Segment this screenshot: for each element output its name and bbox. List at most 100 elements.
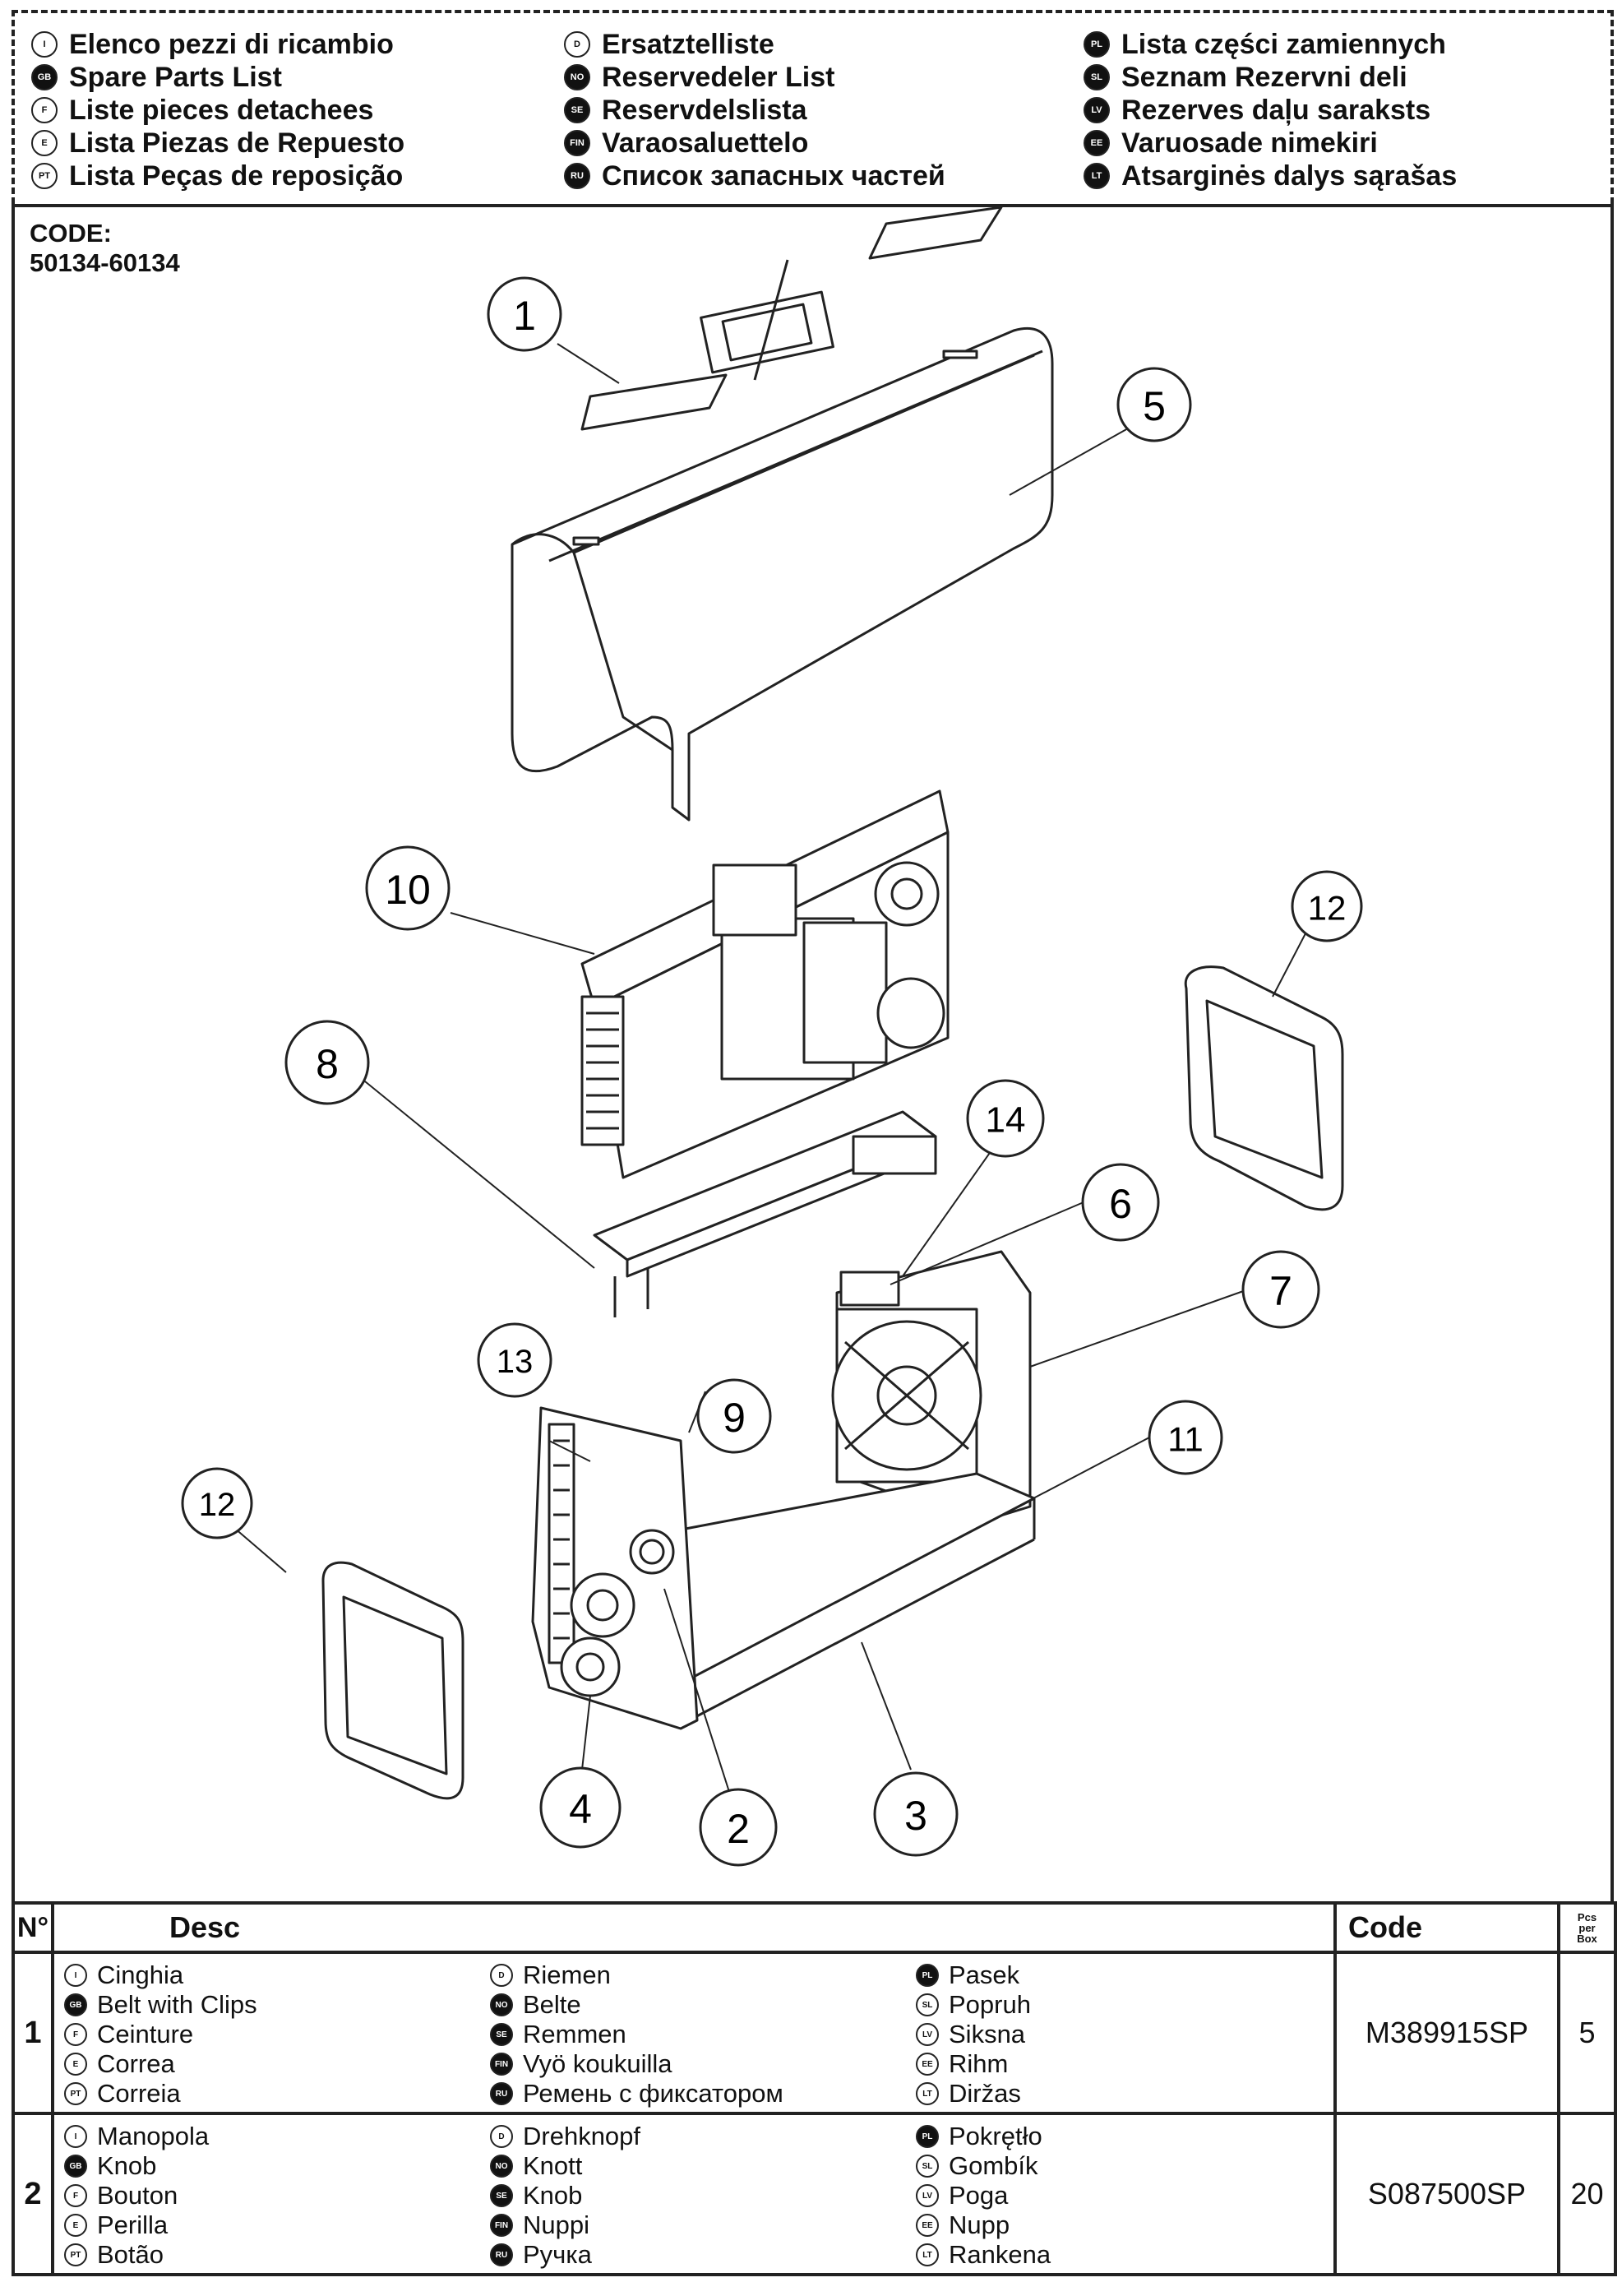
language-badge: SE bbox=[490, 2184, 513, 2207]
pcb-illustration bbox=[580, 789, 950, 1179]
bracket-illustration bbox=[593, 1110, 937, 1317]
front-panel-illustration bbox=[531, 1406, 699, 1730]
header-text: Rezerves daļu saraksts bbox=[1121, 94, 1431, 126]
desc-text: Manopola bbox=[97, 2122, 210, 2150]
desc-text: Correia bbox=[97, 2079, 181, 2108]
callout-10: 10 bbox=[365, 845, 451, 931]
desc-text: Correa bbox=[97, 2049, 175, 2078]
language-badge: PT bbox=[64, 2082, 87, 2105]
language-badge: FIN bbox=[490, 2214, 513, 2237]
desc-text: Drehknopf bbox=[523, 2122, 641, 2150]
header-text: Spare Parts List bbox=[69, 61, 282, 93]
callout-11: 11 bbox=[1148, 1400, 1223, 1475]
language-badge: NO bbox=[490, 1993, 513, 2016]
svg-text:5: 5 bbox=[1143, 383, 1166, 429]
language-badge: RU bbox=[490, 2082, 513, 2105]
svg-text:3: 3 bbox=[904, 1793, 927, 1839]
desc-text: Ceinture bbox=[97, 2020, 194, 2048]
header-text: Varaosaluettelo bbox=[602, 127, 809, 159]
language-badge: EE bbox=[916, 2214, 939, 2237]
callout-12-right: 12 bbox=[1291, 870, 1363, 942]
language-badge: F bbox=[64, 2184, 87, 2207]
fan-illustration bbox=[831, 1250, 1032, 1525]
desc-text: Knob bbox=[523, 2181, 583, 2210]
desc-text: Bouton bbox=[97, 2181, 178, 2210]
desc-item: FIN Nuppi bbox=[490, 2210, 640, 2240]
pcs-per-box: 20 bbox=[1557, 2112, 1617, 2276]
svg-text:10: 10 bbox=[385, 867, 431, 913]
language-badge: PL bbox=[1084, 31, 1110, 58]
language-badge: LT bbox=[916, 2082, 939, 2105]
language-badge: NO bbox=[564, 64, 590, 90]
desc-text: Nuppi bbox=[523, 2210, 589, 2239]
desc-text: Pokrętło bbox=[949, 2122, 1042, 2150]
pcs-per-box: 5 bbox=[1557, 1951, 1617, 2115]
language-badge: FIN bbox=[564, 130, 590, 156]
language-badge: I bbox=[64, 1964, 87, 1987]
header-text: Список запасных частей bbox=[602, 160, 945, 192]
language-badge: EE bbox=[916, 2053, 939, 2076]
column-header-pcs-per-box: Pcs per Box bbox=[1557, 1901, 1617, 1954]
desc-text: Belte bbox=[523, 1990, 581, 2019]
language-badge: EE bbox=[1084, 130, 1110, 156]
svg-text:12: 12 bbox=[1308, 889, 1347, 928]
callout-7: 7 bbox=[1241, 1250, 1320, 1329]
exploded-view: CODE: 50134-60134 bbox=[12, 204, 1614, 1905]
svg-text:6: 6 bbox=[1109, 1181, 1132, 1227]
pcs-label: Pcs bbox=[1577, 1910, 1597, 1923]
desc-item: RU Ремень с фиксатором bbox=[490, 2079, 783, 2109]
language-badge: SL bbox=[1084, 64, 1110, 90]
product-code: CODE: 50134-60134 bbox=[30, 219, 180, 278]
svg-text:4: 4 bbox=[569, 1786, 592, 1832]
frame-right-illustration bbox=[1184, 965, 1344, 1211]
desc-item: F Bouton bbox=[64, 2181, 209, 2210]
desc-text: Gombík bbox=[949, 2151, 1038, 2180]
header-text: Ersatztelliste bbox=[602, 28, 774, 60]
header-text: Seznam Rezervni deli bbox=[1121, 61, 1407, 93]
callout-2: 2 bbox=[699, 1788, 778, 1867]
desc-text: Siksna bbox=[949, 2020, 1026, 2048]
header-item: D Ersatztelliste bbox=[564, 28, 945, 61]
column-header-code: Code bbox=[1333, 1901, 1560, 1954]
language-badge: LV bbox=[916, 2184, 939, 2207]
language-badge: GB bbox=[64, 1993, 87, 2016]
language-badge: RU bbox=[564, 163, 590, 189]
language-badge: SE bbox=[490, 2023, 513, 2046]
code-label: CODE: bbox=[30, 219, 112, 248]
callout-3: 3 bbox=[873, 1771, 959, 1857]
language-badge: PL bbox=[916, 2125, 939, 2148]
part-number: 2 bbox=[12, 2112, 54, 2276]
desc-text: Ремень с фиксатором bbox=[523, 2079, 783, 2108]
header-text: Lista Peças de reposição bbox=[69, 160, 404, 192]
language-badge: D bbox=[564, 31, 590, 58]
table-header-row: N° Desc Code Pcs per Box bbox=[12, 1901, 1617, 1954]
callout-4: 4 bbox=[539, 1766, 622, 1849]
language-badge: I bbox=[31, 31, 58, 58]
